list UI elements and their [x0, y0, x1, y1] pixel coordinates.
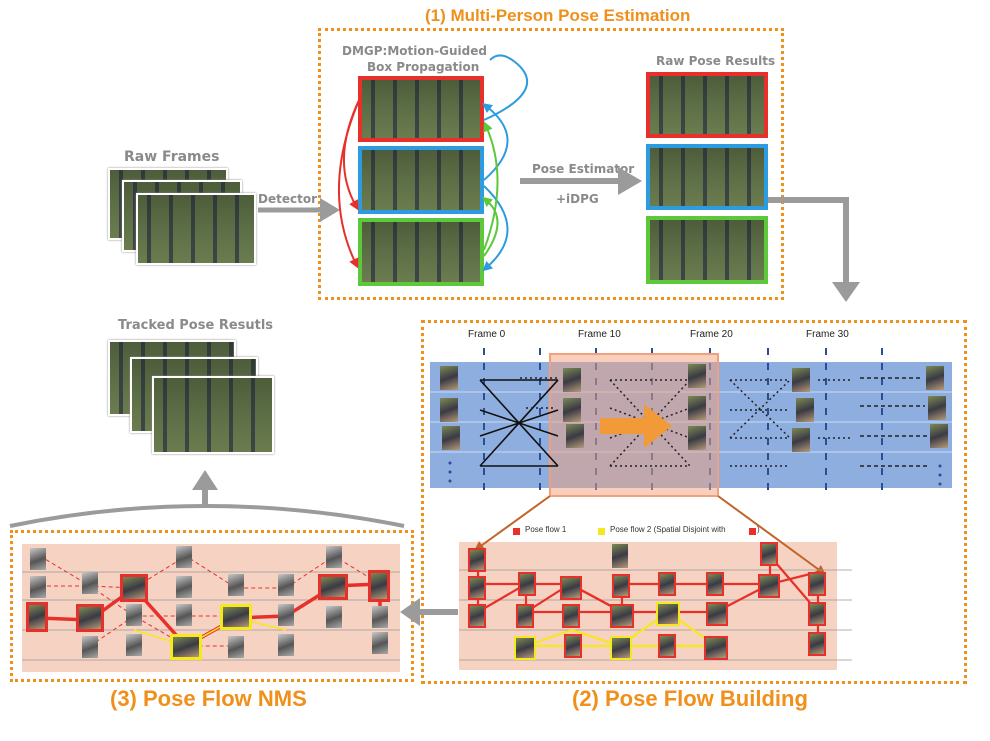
flow-pose-thumb — [706, 572, 724, 596]
flow-pose-thumb — [516, 604, 534, 628]
nms-pose-thumb — [318, 574, 348, 600]
nms-pose-thumb — [176, 604, 192, 626]
nms-pose-thumb — [326, 546, 342, 568]
matching-solid-lines — [480, 380, 558, 466]
track-pose-thumb — [563, 398, 581, 422]
nms-pose-thumb — [372, 606, 388, 628]
flow-pose-thumb — [612, 544, 628, 568]
nms-pose-thumb — [326, 606, 342, 628]
flow-pose-thumb — [612, 574, 630, 598]
flow-pose-thumb — [758, 574, 780, 598]
nms-to-tracked-arrow — [10, 470, 404, 526]
flow-pose-thumb — [468, 604, 486, 628]
track-pose-thumb — [796, 398, 814, 422]
flow-pose-thumb — [658, 634, 676, 658]
nms-pose-thumb — [372, 632, 388, 654]
flow-to-nms-arrow — [400, 598, 458, 626]
flow-pose-thumb — [518, 572, 536, 596]
flow-pose-thumb — [656, 602, 680, 626]
nms-pose-thumb — [176, 576, 192, 598]
flow-pose-thumb — [610, 604, 634, 628]
track-pose-thumb — [930, 424, 948, 448]
nms-pose-thumb — [30, 576, 46, 598]
track-pose-thumb — [688, 396, 706, 420]
flow-pose-thumb — [468, 548, 486, 572]
nms-pose-thumb — [30, 548, 46, 570]
track-pose-thumb — [440, 398, 458, 422]
track-pose-thumb — [563, 368, 581, 392]
nms-yellow-path — [134, 618, 286, 646]
flow-pose-thumb — [562, 604, 580, 628]
nms-pose-thumb — [278, 604, 294, 626]
flow-pose-thumb — [468, 576, 486, 600]
flow-pose-thumb — [760, 542, 778, 566]
nms-pose-thumb — [26, 602, 48, 632]
flow-pose-thumb — [704, 636, 728, 660]
flow-pose-thumb — [808, 572, 826, 596]
nms-pose-thumb — [126, 604, 142, 626]
nms-pose-thumb — [82, 572, 98, 594]
nms-pose-thumb — [170, 634, 202, 660]
section2-title: (2) Pose Flow Building — [572, 686, 808, 712]
flow-pose-thumb — [610, 636, 632, 660]
nms-pose-thumb — [228, 574, 244, 596]
track-pose-thumb — [442, 426, 460, 450]
flow-pose-thumb — [808, 602, 826, 626]
flow-pose-thumb — [514, 636, 536, 660]
detector-arrow — [258, 198, 340, 222]
flow-pose-thumb — [560, 576, 582, 600]
nms-pose-thumb — [120, 574, 148, 602]
flow-pose-thumb — [808, 632, 826, 656]
track-pose-thumb — [792, 428, 810, 452]
track-pose-thumb — [928, 396, 946, 420]
track-pose-thumb — [440, 366, 458, 390]
nms-pose-thumb — [368, 570, 390, 602]
flow-pose-thumb — [564, 634, 582, 658]
nms-pose-thumb — [76, 604, 104, 632]
pose-estimator-arrow — [520, 167, 642, 195]
track-pose-thumb — [688, 364, 706, 388]
nms-pose-thumb — [126, 634, 142, 656]
nms-pose-thumb — [228, 636, 244, 658]
flow-pose-thumb — [658, 572, 676, 596]
nms-pose-thumb — [82, 636, 98, 658]
nms-pose-thumb — [278, 634, 294, 656]
nms-pose-thumb — [176, 546, 192, 568]
dmgp-propagation-curves — [339, 55, 527, 268]
nms-pose-thumb — [220, 604, 252, 630]
nms-pose-thumb — [278, 574, 294, 596]
results-to-flow-arrow — [768, 200, 860, 302]
flow-pose-thumb — [706, 602, 728, 626]
track-pose-thumb — [566, 424, 584, 448]
track-pose-thumb — [792, 368, 810, 392]
track-pose-thumb — [926, 366, 944, 390]
section3-title: (3) Pose Flow NMS — [110, 686, 307, 712]
track-pose-thumb — [688, 426, 706, 450]
